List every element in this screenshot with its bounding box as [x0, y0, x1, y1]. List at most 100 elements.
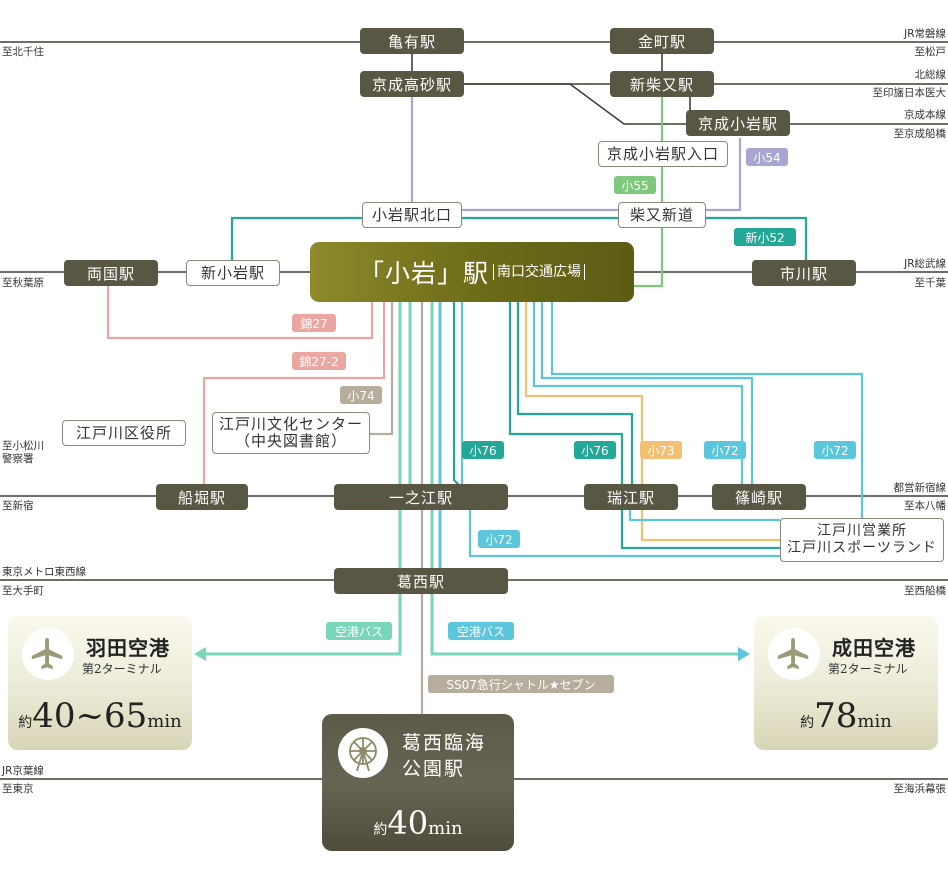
label-tokyo: 至東京: [2, 783, 34, 795]
time-unit: min: [147, 711, 182, 732]
stop-label: 小岩駅北口: [371, 205, 452, 224]
badge-shuttle: SS07急行シャトル★セブン: [428, 675, 614, 693]
destination-name-line1: 葛西臨海: [402, 732, 487, 754]
station-label: 新柴又駅: [629, 75, 694, 94]
label-shinjuku: 至新宿: [2, 500, 34, 512]
time-prefix: 約: [800, 715, 815, 731]
time-value: 78: [814, 696, 858, 736]
stop-label: 京成小岩駅入口: [606, 144, 719, 163]
stop-label-line2: 江戸川スポーツランド: [787, 540, 937, 556]
line-purple: [410, 96, 742, 212]
station-keisei-takasago[interactable]: 京成高砂駅: [360, 71, 464, 97]
travel-time: 約40min: [322, 804, 514, 842]
label-chiba: 至千葉: [914, 277, 947, 289]
label-akihabara: 至秋葉原: [2, 277, 44, 289]
station-kameari[interactable]: 亀有駅: [360, 28, 464, 54]
stop-label-line1: 江戸川文化センター: [218, 415, 363, 433]
stop-edogawa-eigyosho[interactable]: 江戸川営業所 江戸川スポーツランド: [780, 518, 944, 562]
label-sobu-line: JR総武線: [904, 258, 946, 270]
card-narita[interactable]: 成田空港 第2ターミナル 約78min: [754, 616, 938, 750]
line-light-blue: [460, 302, 942, 558]
arrow-right: [738, 647, 750, 661]
stop-edogawa-kuyakusho[interactable]: 江戸川区役所: [62, 420, 186, 446]
label-keisei-line: 京成本線: [904, 109, 946, 121]
time-value: 40: [387, 804, 429, 842]
station-ichinoe[interactable]: 一之江駅: [334, 484, 508, 510]
arrow-left: [194, 647, 206, 661]
station-shinshibamata[interactable]: 新柴又駅: [610, 71, 714, 97]
card-haneda[interactable]: 羽田空港 第2ターミナル 約40~65min: [8, 616, 192, 750]
stop-bunka-center[interactable]: 江戸川文化センター （中央図書館）: [212, 412, 370, 454]
stop-label: 江戸川区役所: [75, 423, 172, 442]
station-keisei-koiwa[interactable]: 京成小岩駅: [686, 110, 790, 136]
label-tozai-line: 東京メトロ東西線: [2, 566, 86, 578]
station-ichikawa[interactable]: 市川駅: [752, 260, 856, 286]
station-ryogoku[interactable]: 両国駅: [64, 260, 158, 286]
time-unit: min: [428, 818, 463, 839]
label-kaihin-makuhari: 至海浜幕張: [893, 783, 947, 795]
stop-shibamata-shindo[interactable]: 柴又新道: [618, 202, 706, 228]
station-shinozaki[interactable]: 篠崎駅: [712, 484, 806, 510]
station-kasai[interactable]: 葛西駅: [334, 568, 508, 594]
airport-terminal: 第2ターミナル: [82, 662, 162, 676]
badge-airport-bus-left: 空港バス: [326, 622, 392, 640]
airplane-icon: [768, 628, 820, 680]
station-label: 瑞江駅: [606, 488, 655, 507]
station-mizue[interactable]: 瑞江駅: [584, 484, 678, 510]
time-prefix: 約: [18, 715, 33, 731]
badge-ko76-b: 小76: [574, 441, 616, 459]
label-motoyawata: 至本八幡: [904, 500, 946, 512]
destination-name-line2: 公園駅: [402, 758, 466, 780]
airport-terminal: 第2ターミナル: [828, 662, 908, 676]
badge-ko72-c: 小72: [478, 530, 520, 548]
main-station-name: 「小岩」駅: [358, 259, 489, 288]
stop-label-line2: （中央図書館）: [234, 432, 347, 450]
label-komatsugawa-1: 至小松川: [2, 440, 44, 452]
badge-ko72-a: 小72: [704, 441, 746, 459]
station-funabori[interactable]: 船堀駅: [156, 484, 248, 510]
label-matsudo: 至松戸: [914, 46, 947, 58]
station-label: 京成小岩駅: [697, 114, 778, 133]
label-keiyo-line: JR京葉線: [2, 765, 44, 777]
stop-label-line1: 江戸川営業所: [817, 523, 907, 539]
arrow-heads: [194, 647, 750, 661]
stop-shinkoiwa[interactable]: 新小岩駅: [186, 260, 280, 286]
card-kasai-rinkai[interactable]: 葛西臨海 公園駅 約40min: [322, 714, 514, 851]
line-mint: [198, 302, 744, 656]
badge-ko72-b: 小72: [814, 441, 856, 459]
label-kita-senju: 至北千住: [2, 46, 44, 58]
main-station-koiwa[interactable]: 「小岩」駅 南口交通広場: [310, 242, 634, 302]
stop-koiwa-kitaguchi[interactable]: 小岩駅北口: [362, 202, 462, 228]
label-hokuso-line: 北総線: [914, 69, 947, 81]
station-label: 市川駅: [779, 264, 828, 283]
station-label: 葛西駅: [396, 572, 445, 591]
stop-label: 柴又新道: [629, 205, 694, 224]
ferris-wheel-icon: [338, 728, 388, 778]
label-komatsugawa-2: 警察署: [2, 453, 34, 465]
station-label: 金町駅: [637, 32, 686, 51]
station-label: 京成高砂駅: [371, 75, 452, 94]
airplane-icon: [22, 628, 74, 680]
station-kanamachi[interactable]: 金町駅: [610, 28, 714, 54]
main-station-sub: 南口交通広場: [493, 264, 585, 280]
travel-time: 約78min: [754, 696, 938, 736]
label-nishi-funabashi: 至西船橋: [904, 585, 946, 597]
line-pink: [106, 286, 386, 484]
station-label: 両国駅: [86, 264, 135, 283]
badge-shinko52: 新小52: [734, 228, 796, 246]
travel-time: 約40~65min: [8, 696, 192, 736]
badge-ko74: 小74: [340, 386, 382, 404]
stop-keisei-koiwa-iriguchi[interactable]: 京成小岩駅入口: [598, 141, 728, 167]
badge-nishiki27: 錦27: [292, 314, 336, 332]
time-unit: min: [857, 711, 892, 732]
label-otemachi: 至大手町: [2, 585, 44, 597]
badge-ko55: 小55: [614, 176, 656, 194]
station-label: 篠崎駅: [734, 488, 783, 507]
badge-ko54: 小54: [746, 148, 788, 166]
station-label: 亀有駅: [387, 32, 436, 51]
station-label: 船堀駅: [177, 488, 226, 507]
label-toei-shinjuku-line: 都営新宿線: [893, 482, 947, 494]
station-label: 一之江駅: [388, 488, 453, 507]
label-inzai: 至印旛日本医大: [872, 87, 947, 99]
